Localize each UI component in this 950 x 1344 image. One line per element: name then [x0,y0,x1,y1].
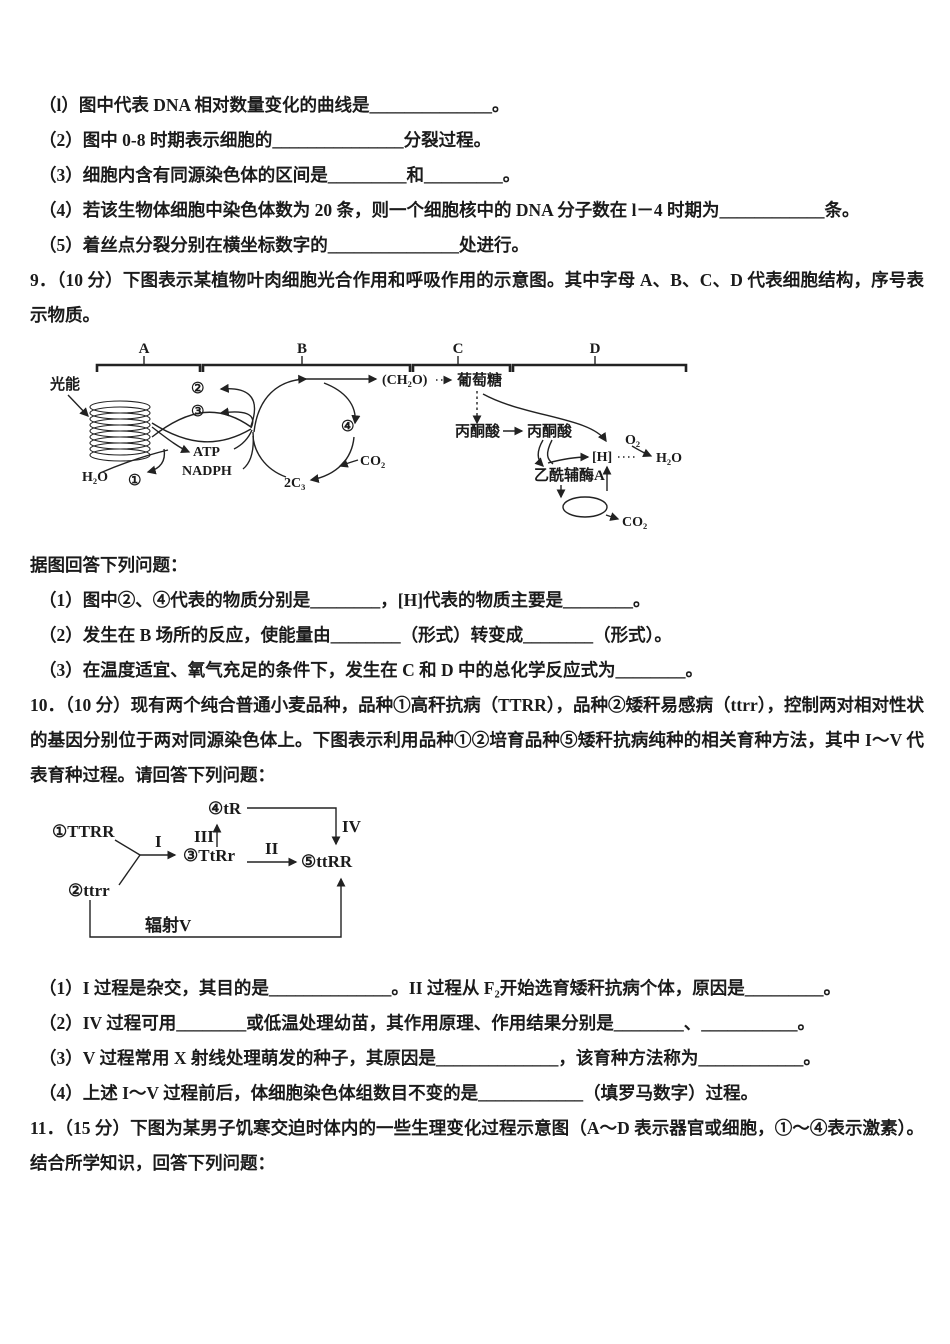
photosynthesis-diagram-svg: A B C D 光能 [49,341,688,530]
water-out-label: H₂O [656,451,682,466]
h-carrier-label: [H] [592,450,612,465]
substance-4-label: ④ [341,419,354,435]
section-label-a: A [139,341,150,357]
variety-4-label: ④tR [208,799,242,818]
section-label-c: C [453,341,464,357]
question-8-item-2: （2）图中 0-8 时期表示细胞的_______________分裂过程。 [39,130,492,150]
light-energy-label: 光能 [49,375,80,393]
photosynthesis-respiration-diagram: A B C D 光能 [40,339,924,544]
section-label-d: D [590,341,601,357]
question-8-items: （l）图中代表 DNA 相对数量变化的曲线是______________。 （2… [30,88,924,263]
nadph-label: NADPH [182,464,232,479]
pyruvate-right-label: 丙酮酸 [527,422,573,440]
question-9-intro: 9．（10 分）下图表示某植物叶肉细胞光合作用和呼吸作用的示意图。其中字母 A、… [30,270,924,325]
question-9-items: （1）图中②、④代表的物质分别是________，[H]代表的物质主要是____… [30,583,924,688]
glucose-label: 葡萄糖 [456,371,502,389]
section-label-b: B [297,341,307,357]
question-8-item-3: （3）细胞内含有同源染色体的区间是_________和_________。 [39,165,521,185]
organelle-section-brackets: A B C D [95,341,688,372]
question-10-item-4: （4）上述 I～V 过程前后，体细胞染色体组数目不变的是____________… [39,1083,759,1103]
variety-5-label: ⑤ttRR [301,852,353,871]
process-3-label: III [194,827,214,846]
process-2-label: II [265,839,279,858]
exam-content: （l）图中代表 DNA 相对数量变化的曲线是______________。 （2… [30,88,924,1173]
question-10-item-1: （1）I 过程是杂交，其目的是______________。II 过程从 F₂开… [39,978,841,998]
question-8-item-4: （4）若该生物体细胞中染色体数为 20 条，则一个细胞核中的 DNA 分子数在 … [39,200,860,220]
breeding-diagram-svg: ①TTRR ②ttrr I ③TtRr III ④tR IV II ⑤ttRR … [52,799,362,938]
question-10-item-2: （2）IV 过程可用________或低温处理幼苗，其作用原理、作用结果分别是_… [39,1013,816,1033]
process-4-label: IV [342,817,362,836]
ch2o-label: (CH₂O) [382,373,428,388]
substance-1-label: ① [128,473,141,489]
question-10-item-3: （3）V 过程常用 X 射线处理萌发的种子，其原因是______________… [39,1048,821,1068]
question-9-item-3: （3）在温度适宜、氧气充足的条件下，发生在 C 和 D 中的总化学反应式为___… [39,660,704,680]
question-8-item-1: （l）图中代表 DNA 相对数量变化的曲线是______________。 [39,95,510,115]
acetyl-coa-label: 乙酰辅酶A [534,466,605,484]
question-9-item-1: （1）图中②、④代表的物质分别是________，[H]代表的物质主要是____… [39,590,651,610]
o2-label: O₂ [625,433,640,448]
question-11-intro: 11．（15 分）下图为某男子饥寒交迫时体内的一些生理变化过程示意图（A～D 表… [30,1118,924,1173]
light-reaction-group: 光能 H₂O ① [49,375,256,489]
thylakoid-stack-icon [89,400,151,462]
substance-2-label: ② [191,381,204,397]
question-9-prompt: 据图回答下列问题： [30,555,188,575]
variety-1-label: ①TTRR [52,822,115,841]
c3-label: 2C₃ [284,476,305,491]
atp-label: ATP [193,445,220,460]
variety-2-label: ②ttrr [68,881,110,900]
question-8-item-5: （5）着丝点分裂分别在横坐标数字的_______________处进行。 [39,235,529,255]
question-9-item-2: （2）发生在 B 场所的反应，使能量由________（形式）转变成______… [39,625,672,645]
radiation-process-label: 辐射V [145,915,192,935]
question-10-intro: 10．（10 分）现有两个纯合普通小麦品种，品种①高秆抗病（TTRR），品种②矮… [30,695,924,785]
substance-3-label: ③ [191,404,204,420]
water-in-label: H₂O [82,470,108,485]
calvin-cycle-group: ④ CO₂ 2C₃ (CH₂O) 葡萄糖 [252,371,502,491]
pyruvate-left-label: 丙酮酸 [455,422,501,440]
variety-3-label: ③TtRr [183,846,236,865]
respiration-group: 丙酮酸 丙酮酸 [H] O₂ H₂O 乙酰辅酶A [455,391,682,530]
question-10-items: （1）I 过程是杂交，其目的是______________。II 过程从 F₂开… [30,971,924,1111]
process-1-label: I [155,832,162,851]
co2-in-label: CO₂ [360,454,385,469]
wheat-breeding-diagram: ①TTRR ②ttrr I ③TtRr III ④tR IV II ⑤ttRR … [45,797,924,957]
co2-out-label: CO₂ [622,515,647,530]
